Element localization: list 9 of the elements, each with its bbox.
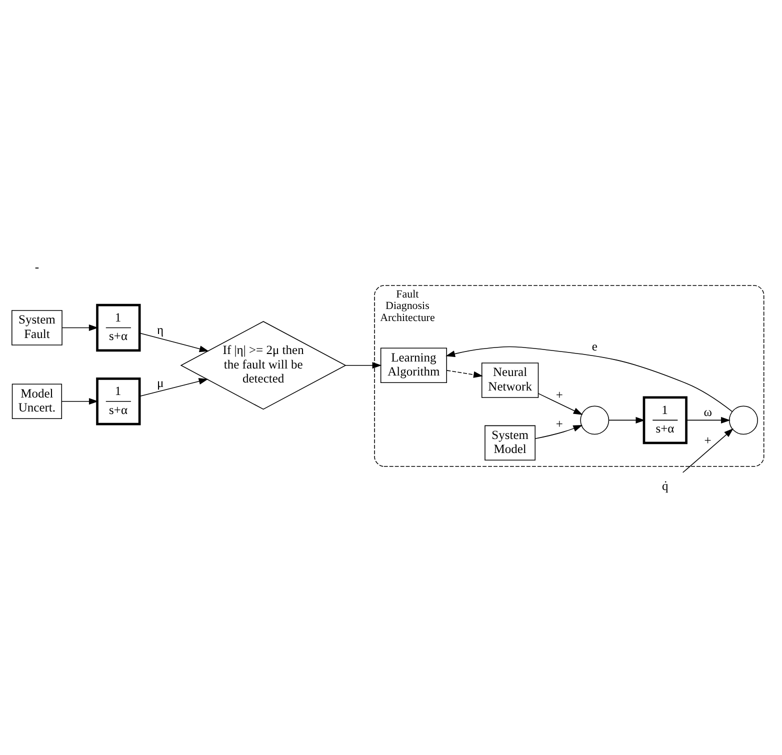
edge-label: + [704, 433, 712, 448]
node-text: q̇ [662, 478, 668, 493]
edge-label: ω [704, 405, 712, 420]
edge-label: μ [156, 376, 164, 390]
label: - [34, 260, 40, 274]
edge-label: + [556, 416, 563, 431]
edge-label: e [592, 339, 598, 354]
edge-label: + [556, 388, 563, 402]
edge-label: η [157, 322, 164, 337]
